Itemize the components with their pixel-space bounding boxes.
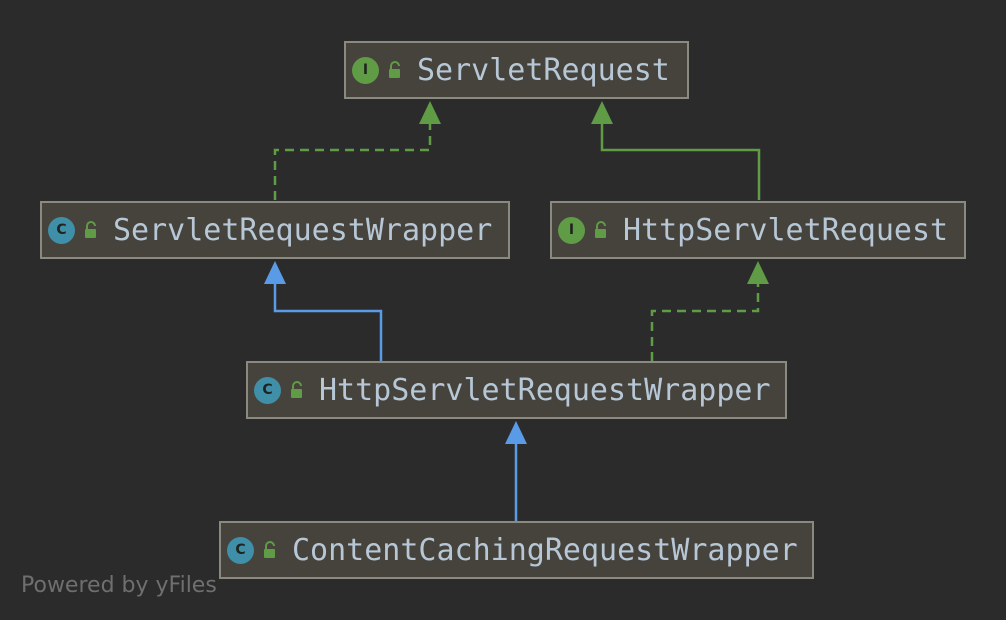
node-servlet-request-wrapper[interactable]: C ServletRequestWrapper: [40, 201, 510, 259]
node-http-servlet-request[interactable]: I HttpServletRequest: [550, 201, 966, 259]
edge-http-servlet-request-extends-servlet-request: [591, 101, 761, 200]
unlocked-padlock-icon: [595, 221, 606, 238]
node-label: HttpServletRequest: [623, 212, 949, 248]
edge-servlet-request-wrapper-implements-servlet-request: [273, 101, 441, 200]
node-label: ContentCachingRequestWrapper: [292, 532, 798, 568]
node-label: ServletRequestWrapper: [113, 212, 493, 248]
node-label: HttpServletRequestWrapper: [319, 372, 771, 408]
interface-badge-icon: I: [558, 216, 585, 244]
node-content-caching-request-wrapper[interactable]: C ContentCachingRequestWrapper: [219, 521, 814, 579]
class-badge-icon: C: [227, 536, 254, 564]
edge-http-servlet-request-wrapper-extends-servlet-request-wrapper: [264, 261, 383, 361]
unlocked-padlock-icon: [291, 381, 302, 398]
powered-by-footer: Powered by yFiles: [21, 573, 217, 598]
node-servlet-request[interactable]: I ServletRequest: [344, 41, 689, 99]
edge-content-caching-request-wrapper-extends-http-servlet-request-wrapper: [505, 421, 527, 521]
unlocked-padlock-icon: [389, 61, 400, 78]
node-http-servlet-request-wrapper[interactable]: C HttpServletRequestWrapper: [246, 361, 787, 419]
interface-badge-icon: I: [352, 56, 379, 84]
unlocked-padlock-icon: [264, 541, 275, 558]
class-badge-icon: C: [254, 376, 281, 404]
edge-http-servlet-request-wrapper-implements-http-servlet-request: [650, 261, 769, 361]
node-label: ServletRequest: [417, 52, 670, 88]
class-badge-icon: C: [48, 216, 75, 244]
unlocked-padlock-icon: [85, 221, 96, 238]
